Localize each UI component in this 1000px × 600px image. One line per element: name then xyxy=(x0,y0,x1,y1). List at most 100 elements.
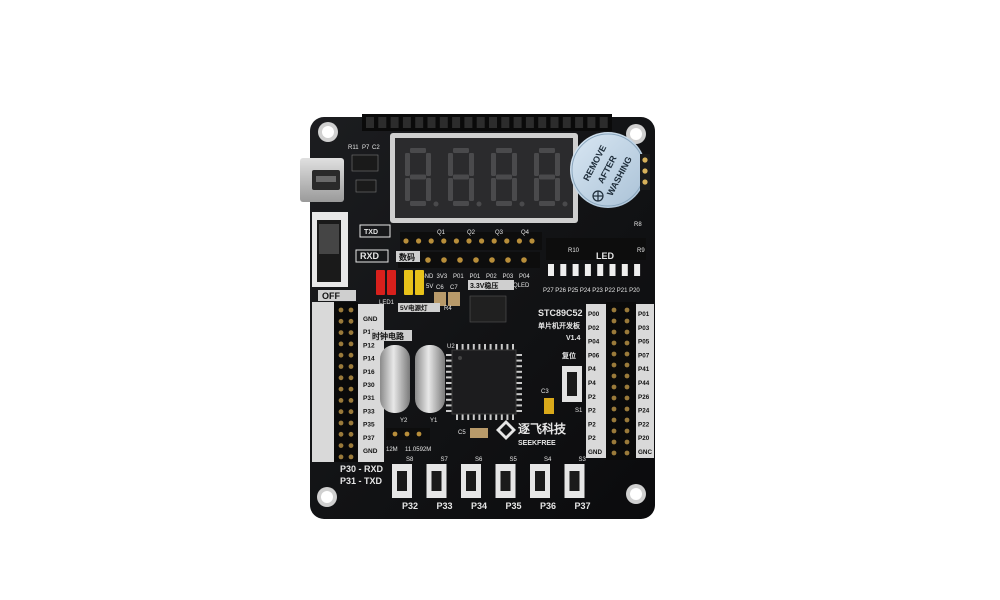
header-pin xyxy=(348,409,354,415)
header-pin xyxy=(338,330,344,335)
chip-lead xyxy=(512,414,514,420)
q3-label: Q3 xyxy=(495,230,504,236)
header-pin xyxy=(624,307,630,313)
r8-label: R8 xyxy=(634,222,642,228)
display-segment xyxy=(469,178,474,201)
header-pin xyxy=(348,420,354,426)
header-pin xyxy=(348,443,354,448)
top-header-pin xyxy=(366,117,374,128)
s1-label: S1 xyxy=(575,408,583,414)
top-header-pin xyxy=(501,117,510,128)
chip-lead xyxy=(500,414,503,420)
chip-lead xyxy=(456,344,458,350)
crystal-alt-label: 12M xyxy=(386,447,398,453)
header-pin xyxy=(624,373,630,379)
top-header-pin xyxy=(390,117,399,128)
led-label: LED xyxy=(596,251,615,261)
right-pin-label-b: P01 xyxy=(638,311,650,318)
header-pin xyxy=(611,406,617,412)
tactile-switch-cap xyxy=(397,471,407,491)
chip-lead xyxy=(516,410,522,412)
top-pin-header xyxy=(362,114,612,131)
header-pin xyxy=(441,257,447,263)
header-pin xyxy=(403,238,409,244)
c3-label: C3 xyxy=(541,389,549,395)
mounting-holes xyxy=(317,122,646,507)
switch-id-label: S5 xyxy=(510,457,518,463)
header-pin xyxy=(348,318,354,324)
top-header-pin xyxy=(476,117,485,128)
chip-lead xyxy=(506,414,509,420)
header-pin xyxy=(505,257,511,263)
display-segment xyxy=(448,153,453,176)
r10-label: R10 xyxy=(568,248,580,254)
brand-cn-label: 逐飞科技 xyxy=(518,421,567,436)
left-pin-label: P31 xyxy=(363,395,375,402)
chip-lead xyxy=(446,370,452,373)
display-segment xyxy=(512,153,517,176)
display-segment xyxy=(448,178,453,201)
header-pin xyxy=(504,238,510,244)
chip-lead xyxy=(446,410,452,412)
display-segment xyxy=(555,153,560,176)
ldo-label: 3.3V稳压 xyxy=(470,281,498,290)
display-segment xyxy=(512,178,517,201)
right-pin-label-a: P06 xyxy=(588,352,600,359)
header-pin xyxy=(338,420,344,426)
led-pin-label: P20 xyxy=(629,288,640,294)
chip-lead xyxy=(516,404,522,407)
seven-segment-display xyxy=(390,133,578,223)
header-pin xyxy=(611,318,617,324)
display-dot xyxy=(562,201,568,207)
header-pin xyxy=(611,307,617,313)
top-header-pin xyxy=(562,117,571,128)
display-segment xyxy=(491,153,496,176)
tactile-switch-cap xyxy=(569,471,580,491)
header-pin xyxy=(348,398,354,403)
chip-lead xyxy=(516,370,522,373)
chip-lead xyxy=(516,354,522,356)
buzzer: REMOVE AFTER WASHING xyxy=(570,132,646,208)
digit-label: 数码 xyxy=(399,252,415,262)
chip-lead xyxy=(489,344,492,350)
led-pin-label: P23 xyxy=(592,288,603,294)
chip-lead xyxy=(516,359,522,362)
display-segment xyxy=(496,174,512,180)
led xyxy=(634,264,641,276)
colored-jumpers xyxy=(376,270,424,295)
u2-label: U2 xyxy=(447,344,455,350)
header-pin xyxy=(624,384,630,390)
display-segment xyxy=(453,174,469,180)
chip-lead xyxy=(446,359,452,362)
header-pin xyxy=(516,238,523,244)
display-segment xyxy=(453,201,469,206)
chip-lead xyxy=(446,354,452,356)
top-header-pin xyxy=(464,117,473,128)
crystals xyxy=(380,345,445,413)
right-pin-label-b: GNC xyxy=(638,449,652,456)
top-header-pin xyxy=(378,117,387,128)
display-segment xyxy=(410,148,426,153)
led1-label: LED1 xyxy=(379,300,395,306)
header-pin xyxy=(611,428,617,434)
right-pin-label-b: P20 xyxy=(638,435,650,442)
top-header-pin xyxy=(415,117,424,128)
chip-lead xyxy=(506,344,509,350)
left-pin-label: P10 xyxy=(363,329,375,336)
left-pin-label: GND xyxy=(363,448,378,455)
left-pin-label: P33 xyxy=(363,408,375,415)
chip-lead xyxy=(500,344,503,350)
y2-label: Y2 xyxy=(400,418,408,424)
led xyxy=(560,264,567,276)
qled-label: QLED xyxy=(513,283,530,289)
header-pin xyxy=(348,341,354,347)
header-pin xyxy=(338,375,344,381)
header-pin xyxy=(489,257,495,263)
led xyxy=(621,264,628,276)
io-header-label: 3V3 xyxy=(437,274,448,280)
header-pin xyxy=(425,257,431,263)
digit-select-header xyxy=(400,232,542,250)
chip-lead xyxy=(512,344,514,350)
